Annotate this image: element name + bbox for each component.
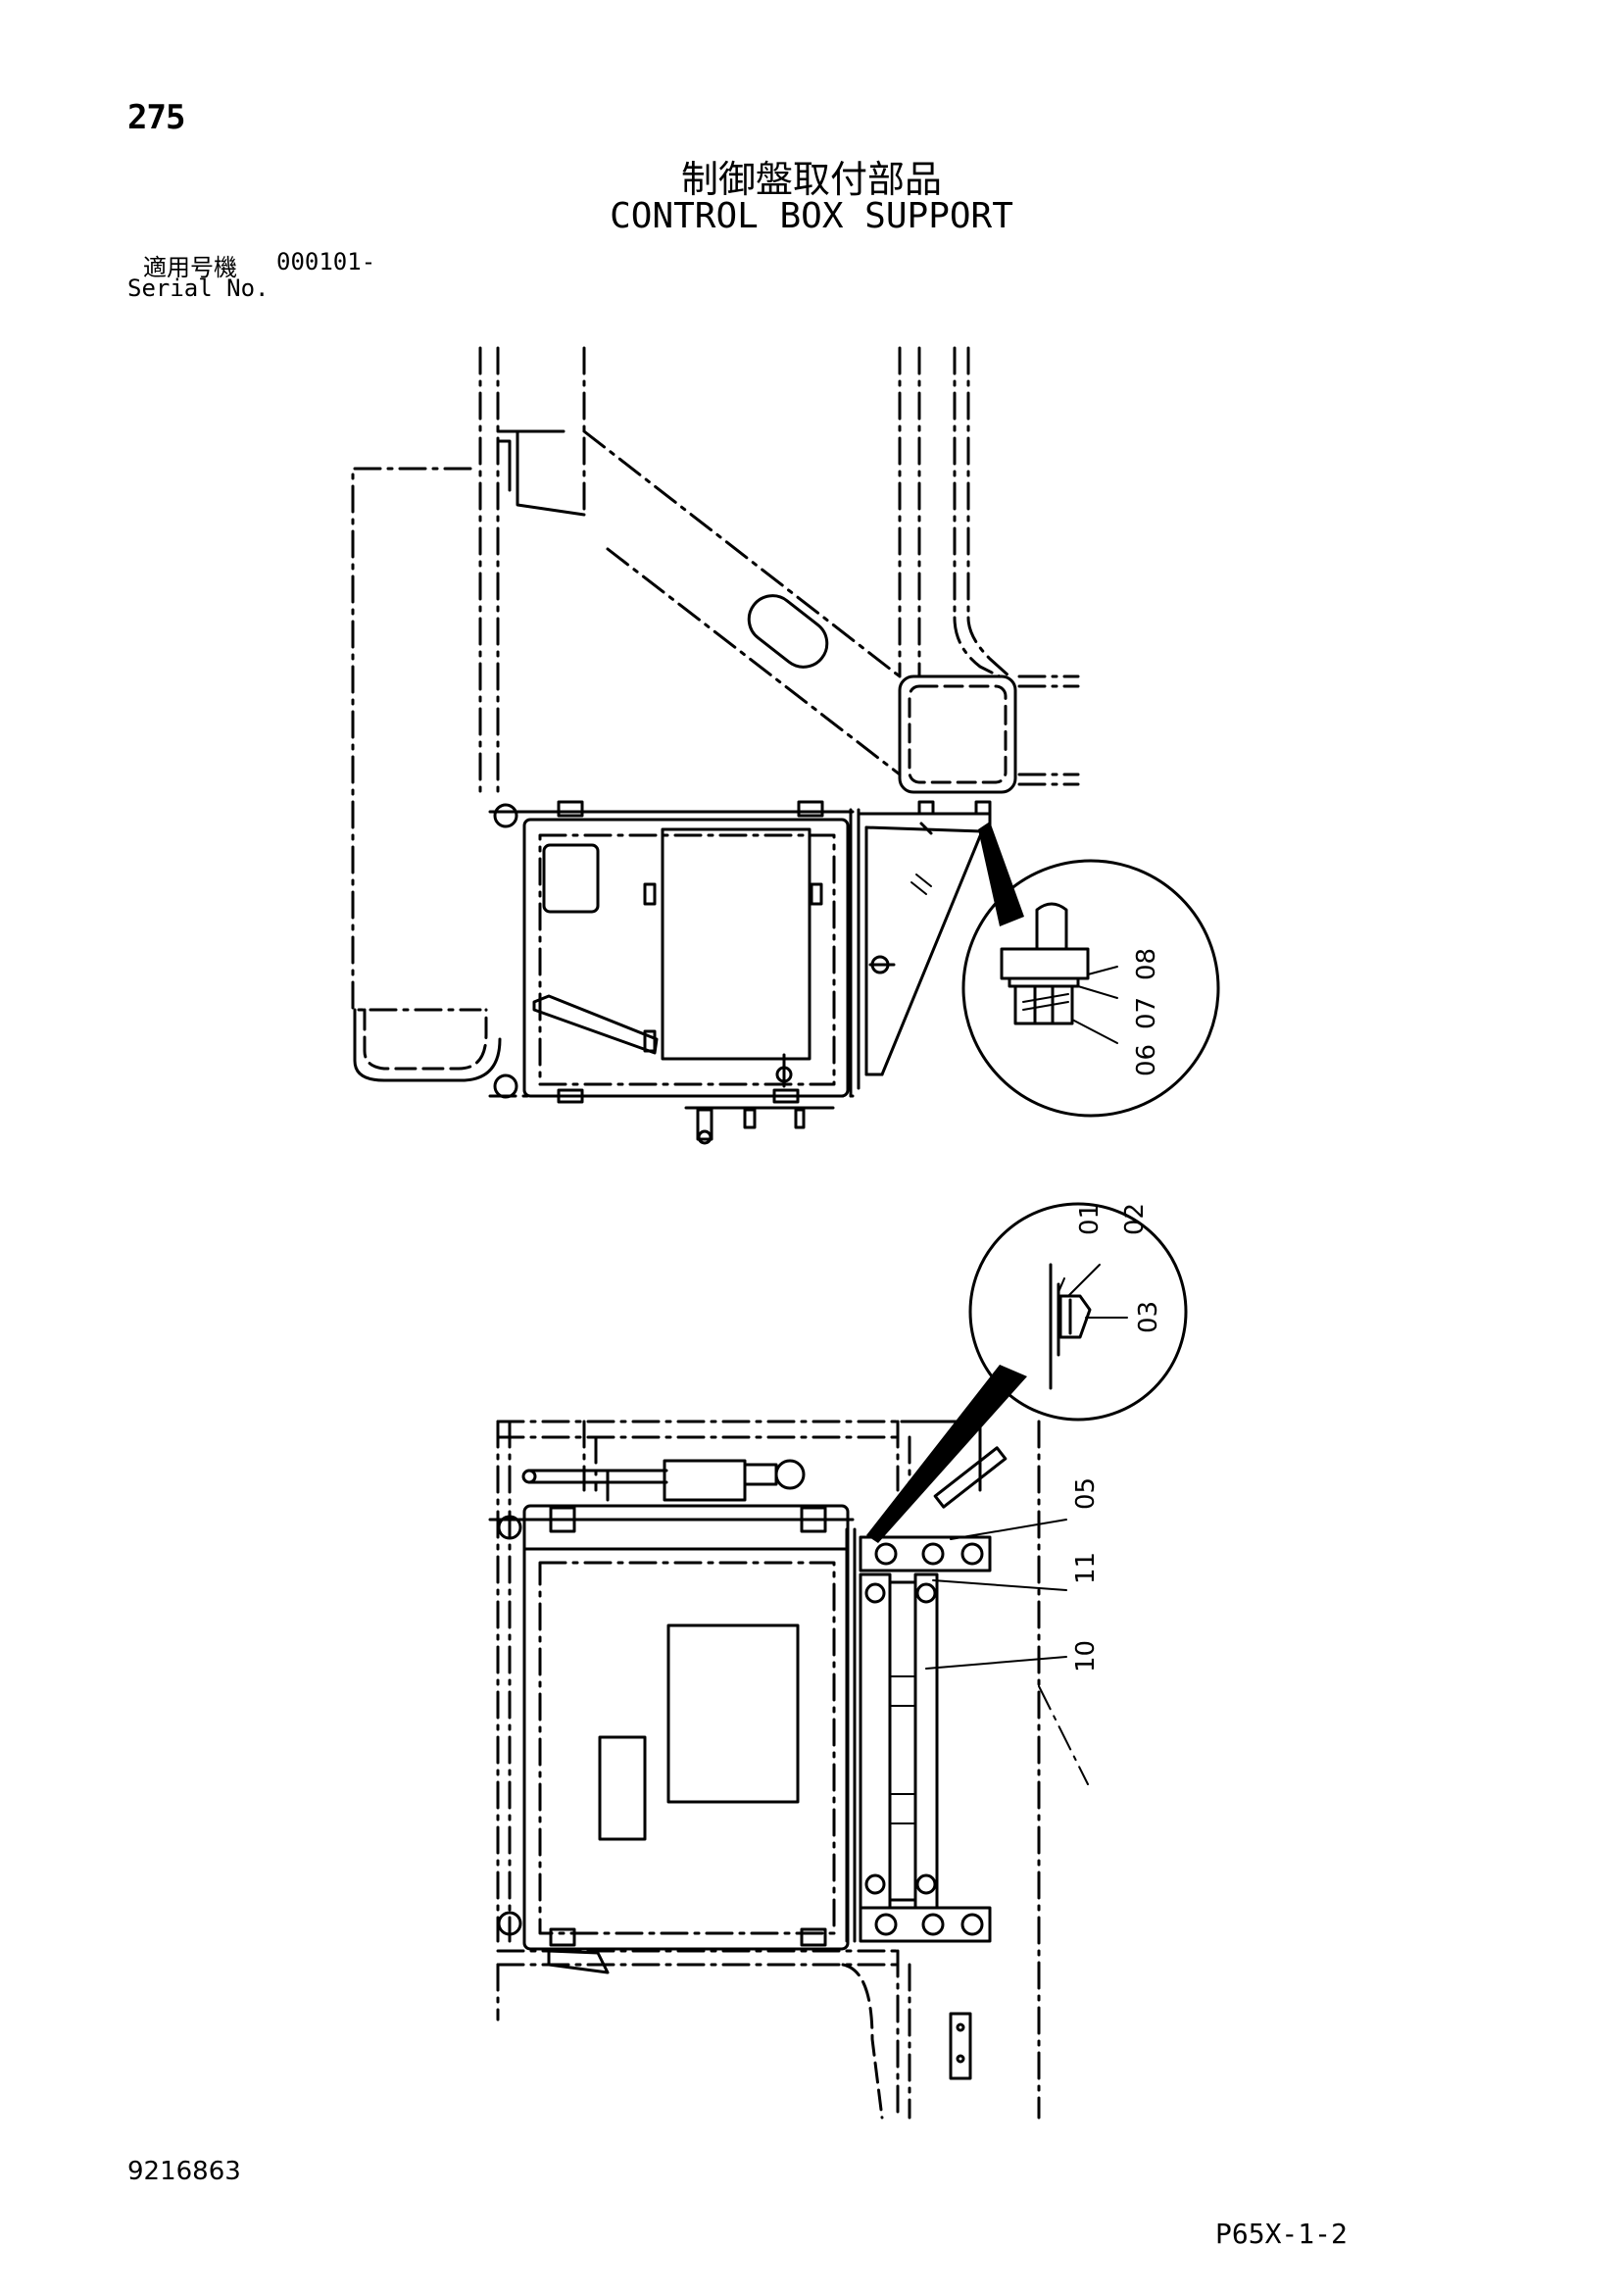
side-view: 08 07 06 xyxy=(351,346,1220,1145)
sheet-code: P65X-1-2 xyxy=(1215,2218,1348,2250)
callout-01: 01 xyxy=(1075,1203,1105,1235)
top-view: 01 02 03 xyxy=(488,1202,1188,2120)
side-tank xyxy=(351,467,502,1082)
page-number: 275 xyxy=(127,98,185,137)
right-frame-bend xyxy=(953,616,1080,786)
diagonal-brace xyxy=(496,429,902,776)
nut xyxy=(1013,984,1074,1025)
callout-05: 05 xyxy=(1071,1477,1101,1510)
detail-circle-upper xyxy=(961,859,1220,1118)
control-box-side xyxy=(488,800,855,1145)
box-window xyxy=(542,843,600,914)
box-cover-plate xyxy=(661,827,812,1061)
leader-lines-lower xyxy=(925,1519,1089,1785)
serial-label-japanese: 適用号機 xyxy=(143,254,237,281)
callout-07: 07 xyxy=(1132,997,1161,1029)
drawing-code: 9216863 xyxy=(127,2157,241,2186)
top-fittings xyxy=(521,1459,806,1502)
detail-leader-wedge-lower xyxy=(866,1365,1027,1543)
callout-02: 02 xyxy=(1120,1203,1150,1235)
serial-label-english: Serial No. xyxy=(127,275,270,302)
square-beam xyxy=(898,674,1017,794)
callout-03: 03 xyxy=(1134,1301,1163,1333)
bolt-head xyxy=(1058,1294,1092,1339)
frame-outline-lower xyxy=(496,1420,1041,2120)
mounting-bracket-top xyxy=(845,1527,992,2080)
detail-leader-wedge xyxy=(978,822,1024,926)
callout-06: 06 xyxy=(1132,1044,1161,1076)
box-label-large xyxy=(666,1623,800,1804)
callout-08: 08 xyxy=(1132,948,1161,980)
control-box-top xyxy=(488,1504,855,1974)
callout-11: 11 xyxy=(1071,1552,1101,1584)
slot-hole xyxy=(933,1446,1008,1509)
callout-10: 10 xyxy=(1071,1640,1101,1672)
page-title-english: CONTROL BOX SUPPORT xyxy=(610,196,1013,236)
serial-number-value: 000101- xyxy=(276,248,376,275)
frame-outline xyxy=(478,346,970,801)
box-label-small xyxy=(598,1735,647,1841)
bolt-shank xyxy=(1035,902,1068,951)
lever-handle xyxy=(532,994,659,1055)
page-title-japanese: 制御盤取付部品 xyxy=(680,158,942,201)
detail-circle-lower xyxy=(968,1202,1188,1422)
